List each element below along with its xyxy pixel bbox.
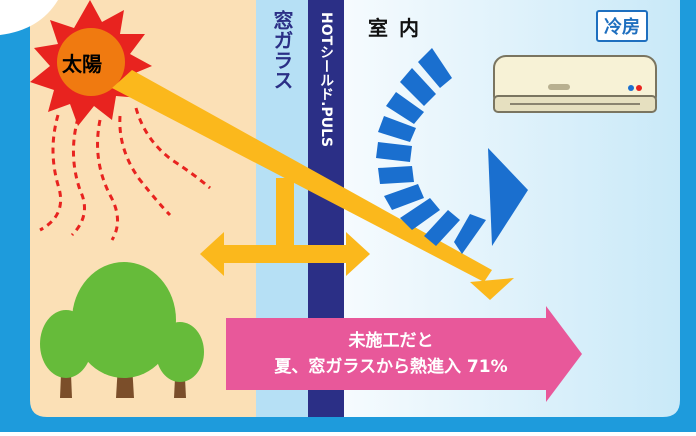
- trees-icon: [40, 262, 204, 398]
- window-glass-label: 窓ガラス: [270, 10, 294, 90]
- frame-corner-br: [663, 400, 680, 417]
- sun-label: 太陽: [62, 52, 102, 76]
- heat-wave-lines: [39, 107, 211, 241]
- callout-text: 未施工だと 夏、窓ガラスから熱進入 71%: [226, 328, 556, 380]
- callout-line2: 夏、窓ガラスから熱進入 71%: [274, 357, 508, 377]
- air-conditioner-icon: [493, 55, 657, 113]
- badge-corner: [0, 0, 58, 35]
- film-label: HOTシールド.PULS: [318, 12, 334, 148]
- callout-arrow: [226, 306, 582, 402]
- callout-line1: 未施工だと: [348, 331, 434, 351]
- heat-arrows: [112, 70, 514, 300]
- sun-icon: [30, 0, 152, 126]
- cool-air-arrow: [376, 48, 528, 254]
- frame-corner-bl: [30, 400, 47, 417]
- cooling-label: 冷房: [596, 10, 648, 42]
- indoor-label: 室 内: [368, 16, 421, 40]
